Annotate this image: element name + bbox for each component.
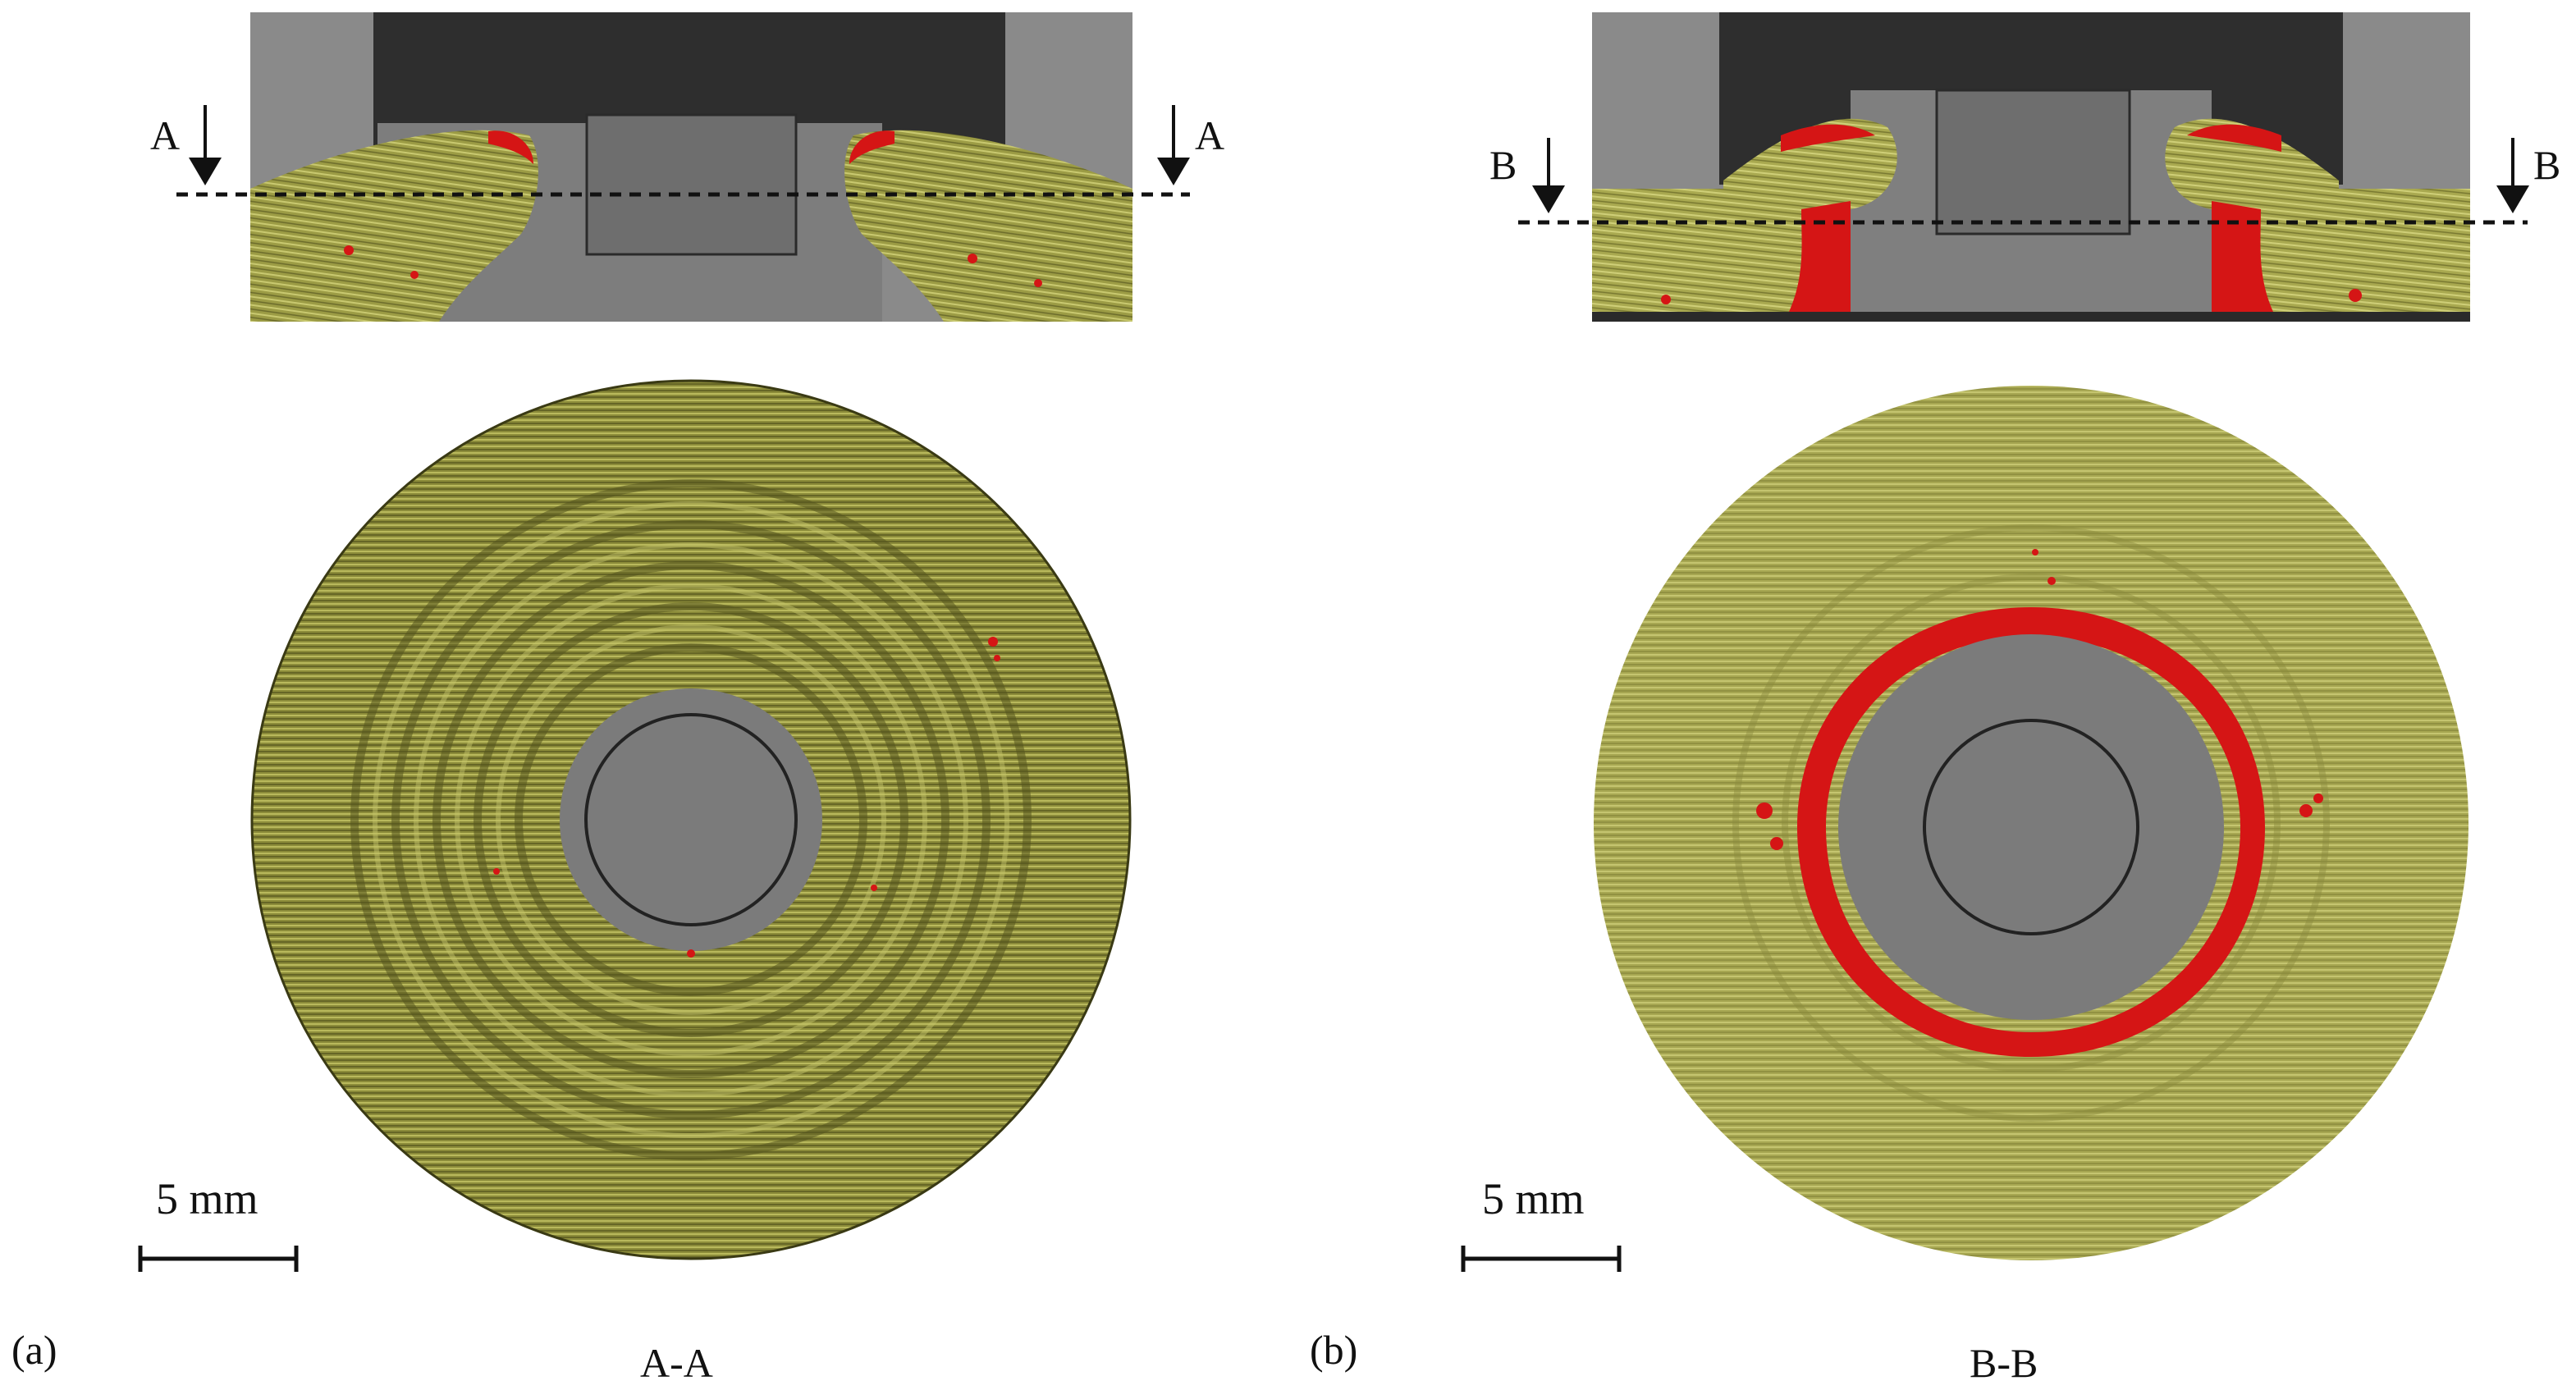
ct-side-section-a — [250, 12, 1132, 322]
ct-plan-section-b — [1594, 386, 2468, 1260]
section-arrow-a-right — [1157, 105, 1190, 185]
section-arrow-a-left — [189, 105, 222, 185]
section-caption-a: A-A — [640, 1340, 713, 1386]
section-arrow-b-right — [2496, 138, 2529, 213]
scale-bar-b — [1461, 1246, 1622, 1272]
section-marker-a-left: A — [150, 112, 181, 158]
scale-bar-label-a: 5 mm — [156, 1174, 259, 1223]
section-line-b — [1518, 220, 2528, 225]
section-arrow-b-left — [1532, 138, 1565, 213]
section-marker-a-right: A — [1195, 112, 1225, 158]
ct-plan-section-a — [250, 379, 1132, 1260]
section-caption-b: B-B — [1970, 1340, 2038, 1386]
scale-bar-label-b: 5 mm — [1482, 1174, 1585, 1223]
ct-side-section-b — [1592, 12, 2470, 322]
section-marker-b-left: B — [1489, 142, 1517, 188]
scale-bar-a — [138, 1246, 299, 1272]
section-line-a — [176, 192, 1190, 197]
panel-label-a: (a) — [11, 1327, 57, 1373]
panel-label-b: (b) — [1310, 1327, 1358, 1373]
section-marker-b-right: B — [2533, 142, 2561, 188]
